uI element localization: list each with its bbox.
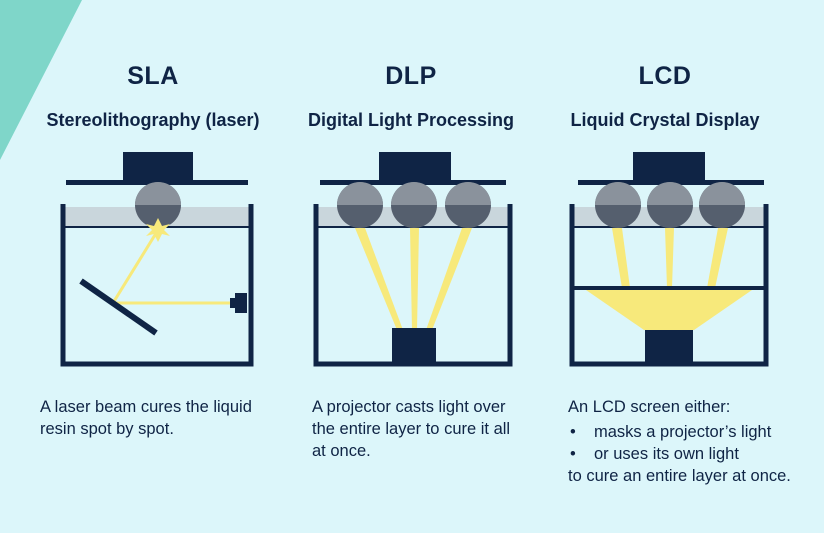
dlp-lens	[337, 182, 383, 228]
list-item: or uses its own light	[568, 443, 808, 465]
lcd-light-cone	[586, 290, 752, 330]
sla-printer-head	[123, 152, 193, 182]
dlp-light-beam	[426, 228, 472, 330]
lcd-screen	[574, 286, 764, 290]
sla-description-text: A laser beam cures the liquid resin spot…	[40, 398, 252, 438]
sla-description: A laser beam cures the liquid resin spot…	[40, 396, 280, 440]
dlp-light-beam	[355, 228, 403, 330]
lcd-light-beam	[665, 228, 674, 288]
lcd-description-outro: to cure an entire layer at once.	[568, 467, 791, 485]
sla-mirror	[79, 278, 158, 336]
lcd-diagram	[569, 152, 769, 367]
sla-lens	[135, 182, 181, 228]
list-item: masks a projector’s light	[568, 421, 808, 443]
lcd-lens	[595, 182, 641, 228]
dlp-subtitle: Digital Light Processing	[307, 110, 515, 130]
lcd-subtitle: Liquid Crystal Display	[570, 110, 760, 130]
sla-subtitle: Stereolithography (laser)	[46, 110, 260, 130]
sla-vat	[60, 204, 254, 367]
lcd-description: An LCD screen either: masks a projector’…	[568, 396, 808, 487]
dlp-title: DLP	[385, 62, 437, 90]
lcd-printer-head	[633, 152, 705, 182]
dlp-light-beam	[410, 228, 419, 330]
sla-laser-spot	[146, 218, 170, 242]
sla-laser-beam	[111, 229, 160, 304]
dlp-description-text: A projector casts light over the entire …	[312, 398, 511, 460]
lcd-bullet-list: masks a projector’s light or uses its ow…	[568, 421, 808, 465]
dlp-lens	[445, 182, 491, 228]
lcd-lens	[647, 182, 693, 228]
sla-diagram	[60, 152, 254, 367]
lcd-light-source	[645, 330, 693, 364]
lcd-light-beam	[707, 228, 728, 288]
dlp-lens	[391, 182, 437, 228]
sla-laser-emitter	[235, 293, 247, 313]
dlp-printer-head	[379, 152, 451, 182]
dlp-diagram	[313, 152, 513, 367]
lcd-light-beam	[612, 228, 630, 288]
corner-accent	[0, 0, 82, 160]
sla-title: SLA	[127, 62, 179, 90]
lcd-lens	[699, 182, 745, 228]
sla-laser-emitter-tip	[230, 298, 236, 308]
dlp-description: A projector casts light over the entire …	[312, 396, 522, 462]
lcd-description-intro: An LCD screen either:	[568, 398, 731, 416]
dlp-projector	[392, 328, 436, 364]
lcd-title: LCD	[638, 62, 692, 90]
